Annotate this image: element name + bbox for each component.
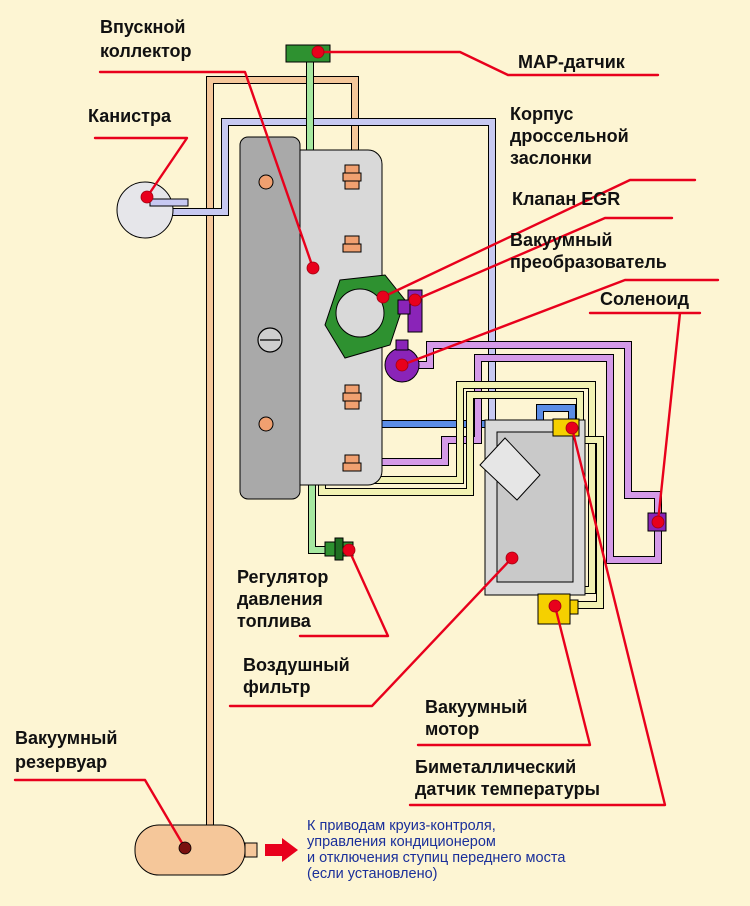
hose-orange	[206, 76, 359, 828]
label-throttle-body: Корпус дроссельной заслонки	[510, 104, 634, 168]
label-solenoid: Соленоид	[600, 289, 690, 309]
nipple-2	[342, 235, 362, 253]
label-fuel-pressure-regulator: Регулятор давления топлива	[237, 567, 333, 631]
vacuum-reservoir	[134, 824, 258, 876]
leader-lines	[13, 50, 720, 850]
nipple-3	[342, 384, 362, 410]
label-air-filter: Воздушный фильтр	[243, 655, 355, 697]
manifold-ports	[258, 174, 274, 432]
hose-nipples	[342, 164, 362, 472]
label-vacuum-reservoir: Вакуумный резервуар	[15, 728, 122, 772]
air-filter	[479, 419, 586, 596]
label-egr-valve: Клапан EGR	[512, 189, 620, 209]
throttle-body	[324, 274, 406, 359]
label-vacuum-motor: Вакуумный мотор	[425, 697, 532, 739]
label-vacuum-transducer: Вакуумный преобразователь	[510, 230, 667, 272]
label-bimetal-sensor: Биметаллический датчик температуры	[415, 757, 600, 799]
nipple-4	[342, 454, 362, 472]
leader-dots	[140, 45, 665, 855]
note-arrow-icon	[265, 838, 298, 862]
canister	[116, 181, 189, 239]
hose-lavender	[158, 118, 496, 480]
label-canister: Канистра	[88, 106, 172, 126]
label-intake-manifold: Впускной коллектор	[100, 17, 192, 61]
nipple-1	[342, 164, 362, 190]
label-map-sensor: MAP-датчик	[518, 52, 626, 72]
note-text: К приводам круиз-контроля, управления ко…	[307, 818, 569, 882]
hose-purple	[352, 341, 662, 564]
hoses	[158, 62, 662, 828]
intake-manifold	[239, 136, 301, 500]
